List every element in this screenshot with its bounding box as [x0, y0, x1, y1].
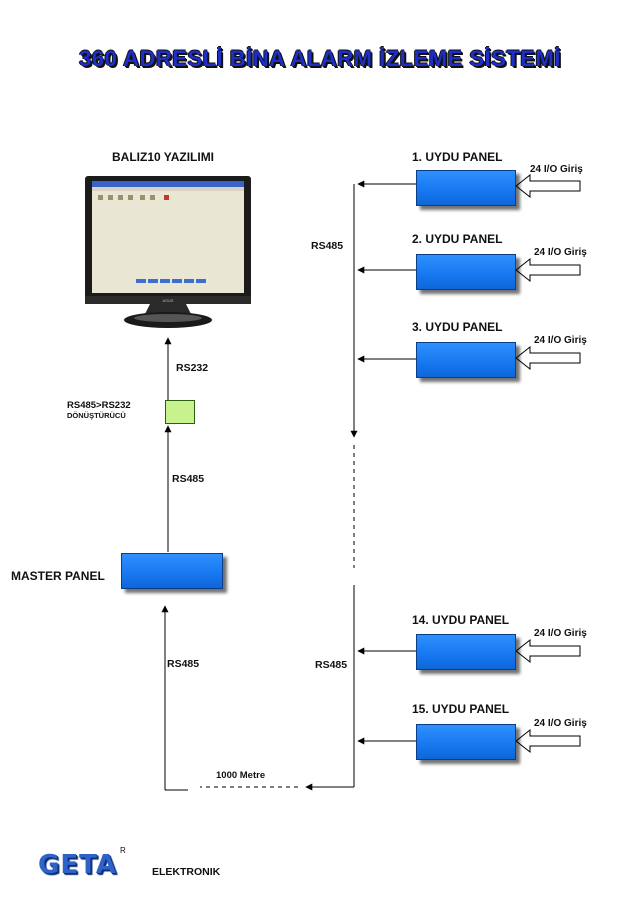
panel-2-title: 2. UYDU PANEL [412, 232, 503, 246]
registered-mark: R [120, 846, 126, 855]
input-arrow-15 [515, 728, 581, 754]
rs232-label: RS232 [176, 362, 209, 374]
rs485-upper-label: RS485 [172, 473, 205, 485]
monitor-brand: ASUS [163, 298, 174, 303]
input-arrow-14 [515, 638, 581, 664]
converter-label-line1: RS485>RS232 [67, 400, 131, 411]
rs485-bus-top-label: RS485 [311, 240, 344, 252]
panel-15-title: 15. UYDU PANEL [412, 702, 510, 716]
converter-box [165, 400, 195, 424]
software-label: BALIZ10 YAZILIMI [112, 150, 215, 164]
page-title: 360 ADRESLİ BİNA ALARM İZLEME SİSTEMİ [79, 46, 561, 71]
input-arrow-3 [515, 345, 581, 371]
master-panel-box [121, 553, 223, 589]
panel-2-box [416, 254, 516, 290]
rs485-lower-label: RS485 [167, 658, 200, 670]
panel-14-input-label: 24 I/O Giriş [534, 628, 587, 639]
panel-1-box [416, 170, 516, 206]
master-panel-label: MASTER PANEL [11, 569, 105, 583]
panel-14-title: 14. UYDU PANEL [412, 613, 510, 627]
converter-label-line2: DÖNÜŞTÜRÜCÜ [67, 411, 126, 420]
input-arrow-1 [515, 173, 581, 199]
panel-14-box [416, 634, 516, 670]
company-name: ELEKTRONIK [152, 866, 221, 878]
geta-logo: GETA [38, 850, 117, 880]
panel-3-box [416, 342, 516, 378]
panel-15-input-label: 24 I/O Giriş [534, 718, 587, 729]
distance-label: 1000 Metre [216, 770, 266, 781]
panel-1-input-label: 24 I/O Giriş [530, 164, 583, 175]
rs485-bus-bottom-label: RS485 [315, 659, 348, 671]
panel-1-title: 1. UYDU PANEL [412, 150, 503, 164]
panel-2-input-label: 24 I/O Giriş [534, 247, 587, 258]
monitor-icon [85, 176, 251, 328]
panel-15-box [416, 724, 516, 760]
panel-3-title: 3. UYDU PANEL [412, 320, 503, 334]
panel-3-input-label: 24 I/O Giriş [534, 335, 587, 346]
input-arrow-2 [515, 257, 581, 283]
